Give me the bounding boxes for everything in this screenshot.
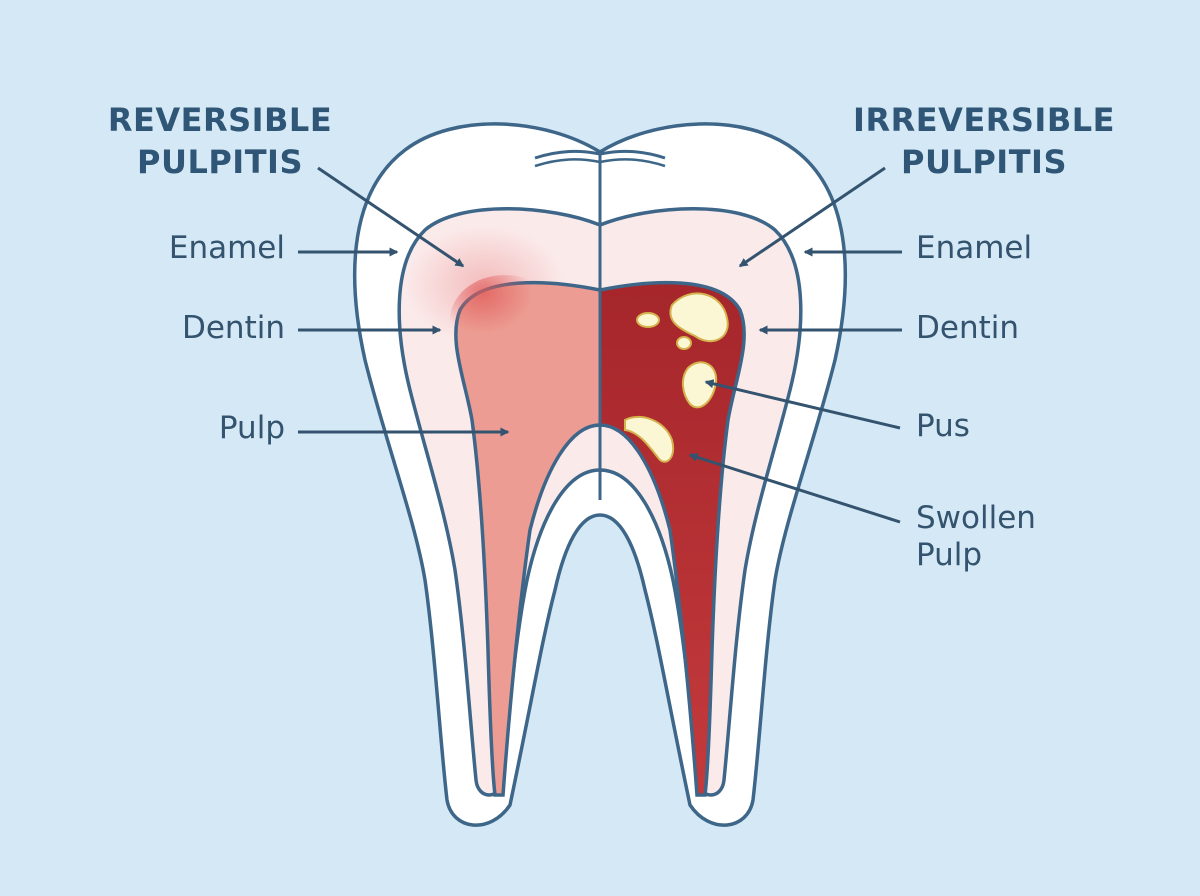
- title-reversible-line2: PULPITIS: [137, 142, 303, 181]
- leader-arrows-right: [688, 166, 902, 524]
- label-dentin-right: Dentin: [916, 310, 1020, 346]
- title-irreversible-pulpitis: IRREVERSIBLE PULPITIS: [850, 100, 1118, 183]
- label-swollen-line1: Swollen: [916, 500, 1036, 536]
- label-pulp-left: Pulp: [218, 410, 285, 446]
- title-irreversible-line2: PULPITIS: [901, 142, 1067, 181]
- label-swollen-pulp: Swollen Pulp: [916, 500, 1036, 574]
- label-dentin-left: Dentin: [181, 310, 285, 346]
- arrow-irreversible-title: [738, 166, 886, 268]
- arrow-reversible-title: [317, 166, 465, 268]
- label-pus: Pus: [916, 408, 970, 444]
- label-swollen-line2: Pulp: [916, 537, 983, 574]
- pulp-irreversible: [600, 280, 746, 797]
- arrow-swollen-pulp: [688, 452, 901, 524]
- label-enamel-right: Enamel: [916, 230, 1033, 266]
- leader-arrows-left: [298, 166, 510, 437]
- pus-pockets: [624, 292, 729, 463]
- title-reversible-pulpitis: REVERSIBLE PULPITIS: [100, 100, 340, 183]
- title-irreversible-line1: IRREVERSIBLE: [853, 101, 1115, 139]
- arrow-pus: [704, 379, 901, 430]
- pulp-reversible: [450, 275, 600, 797]
- label-enamel-left: Enamel: [168, 230, 285, 266]
- title-reversible-line1: REVERSIBLE: [107, 101, 333, 139]
